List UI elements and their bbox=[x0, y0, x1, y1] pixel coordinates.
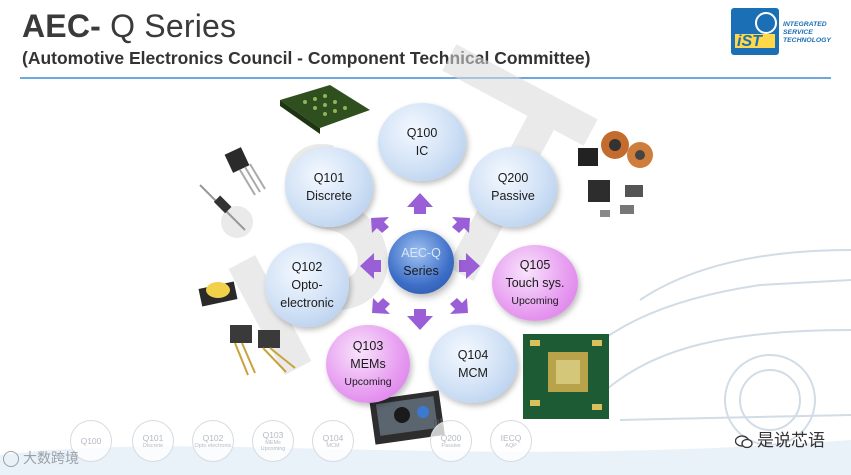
footer-iecq-sub: AQP bbox=[505, 442, 517, 449]
arrow-up bbox=[407, 193, 433, 214]
bga-chip-image bbox=[280, 85, 370, 134]
q102-label2: electronic bbox=[280, 296, 334, 310]
arrow-upleft bbox=[371, 217, 389, 233]
q105-label: Touch sys. bbox=[505, 276, 565, 290]
watermark-right: 是说芯语 bbox=[734, 426, 825, 451]
mcm-board-image bbox=[523, 334, 609, 419]
footer-bubble-q200: Q200 Passive bbox=[430, 420, 472, 462]
passive-components-image bbox=[578, 131, 653, 217]
logo-line2: SERVICE bbox=[783, 29, 813, 36]
page-title: AEC- Q Series bbox=[22, 8, 236, 45]
wechat-icon bbox=[734, 434, 753, 449]
bubble-q100: Q100 IC bbox=[378, 103, 466, 181]
footer-q103-sub: MEMs Upcoming bbox=[260, 439, 286, 452]
footer-q200-sub: Passive bbox=[441, 442, 461, 449]
logo-line1: INTEGRATED bbox=[783, 21, 827, 28]
arrow-down bbox=[407, 309, 433, 330]
footer-q102-code: Q102 bbox=[202, 432, 224, 443]
watermark-left-icon bbox=[3, 451, 19, 468]
footer-bubble-iecq: IECQ AQP bbox=[490, 420, 532, 462]
q101-label: Discrete bbox=[306, 189, 352, 203]
ist-logo: iST bbox=[731, 8, 779, 55]
q104-code: Q104 bbox=[457, 348, 489, 362]
diode-image bbox=[199, 184, 246, 231]
footer-bubble-q102: Q102 Opto electronic bbox=[192, 420, 234, 462]
bubble-q104: Q104 MCM bbox=[429, 325, 517, 403]
footer-q104-code: Q104 bbox=[322, 432, 344, 443]
q101-code: Q101 bbox=[313, 171, 345, 185]
center-aecq-series: AEC-Q Series bbox=[388, 230, 454, 294]
title-rest: Q Series bbox=[101, 8, 237, 44]
footer-bubble-q100: Q100 bbox=[70, 420, 112, 462]
footer-q103-code: Q103 bbox=[262, 429, 284, 440]
footer-q101-code: Q101 bbox=[142, 432, 164, 443]
transistor-image bbox=[224, 147, 266, 196]
logo-line3: TECHNOLOGY bbox=[783, 37, 831, 44]
footer-q200-code: Q200 bbox=[440, 432, 462, 443]
header-divider bbox=[20, 77, 831, 79]
q103-note: Upcoming bbox=[344, 376, 392, 388]
q103-label: MEMs bbox=[350, 357, 386, 371]
watermark-left-text: 大数跨境 bbox=[23, 450, 79, 466]
q200-code: Q200 bbox=[497, 171, 529, 185]
footer-bubble-q104: Q104 MCM bbox=[312, 420, 354, 462]
bubble-q103: Q103 MEMs Upcoming bbox=[326, 325, 410, 403]
arrow-upright bbox=[452, 217, 470, 233]
bubble-q101: Q101 Discrete bbox=[285, 147, 373, 227]
footer-q101-sub: Discrete bbox=[142, 442, 164, 449]
footer-bubble-q101: Q101 Discrete bbox=[132, 420, 174, 462]
q105-code: Q105 bbox=[519, 258, 551, 272]
arrow-downright bbox=[450, 298, 468, 314]
q105-note: Upcoming bbox=[511, 295, 559, 307]
q102-label: Opto- bbox=[291, 278, 323, 292]
q200-label: Passive bbox=[491, 189, 535, 203]
q100-label: IC bbox=[415, 144, 429, 158]
watermark-right-text: 是说芯语 bbox=[757, 431, 825, 451]
title-bold: AEC- bbox=[22, 8, 102, 44]
q103-code: Q103 bbox=[352, 339, 384, 353]
footer-q104-sub: MCM bbox=[326, 442, 340, 449]
q104-label: MCM bbox=[458, 366, 488, 380]
arrow-right bbox=[459, 253, 480, 279]
footer-q102-sub: Opto electronic bbox=[194, 442, 232, 449]
footer-iecq-code: IECQ bbox=[500, 432, 522, 443]
led-image bbox=[198, 281, 238, 307]
arrow-downleft bbox=[372, 298, 390, 314]
center-line2: Series bbox=[403, 264, 439, 278]
logo-text: INTEGRATED SERVICE TECHNOLOGY bbox=[783, 21, 831, 45]
bubble-q105: Q105 Touch sys. Upcoming bbox=[492, 245, 578, 321]
center-line1: AEC-Q bbox=[401, 246, 441, 260]
svg-text:iST: iST bbox=[737, 33, 763, 50]
footer-q100-code: Q100 bbox=[80, 435, 102, 446]
mems-package-image bbox=[369, 390, 445, 445]
opto-sensor-image bbox=[230, 325, 296, 376]
bubble-q200: Q200 Passive bbox=[469, 147, 557, 227]
footer-bubble-q103: Q103 MEMs Upcoming bbox=[252, 420, 294, 462]
q102-code: Q102 bbox=[291, 260, 323, 274]
q100-code: Q100 bbox=[406, 126, 438, 140]
partial-text: nt bbox=[433, 415, 444, 429]
arrow-left bbox=[360, 253, 381, 279]
watermark-left: 大数跨境 bbox=[3, 448, 79, 468]
bubble-q102: Q102 Opto- electronic bbox=[265, 243, 349, 327]
